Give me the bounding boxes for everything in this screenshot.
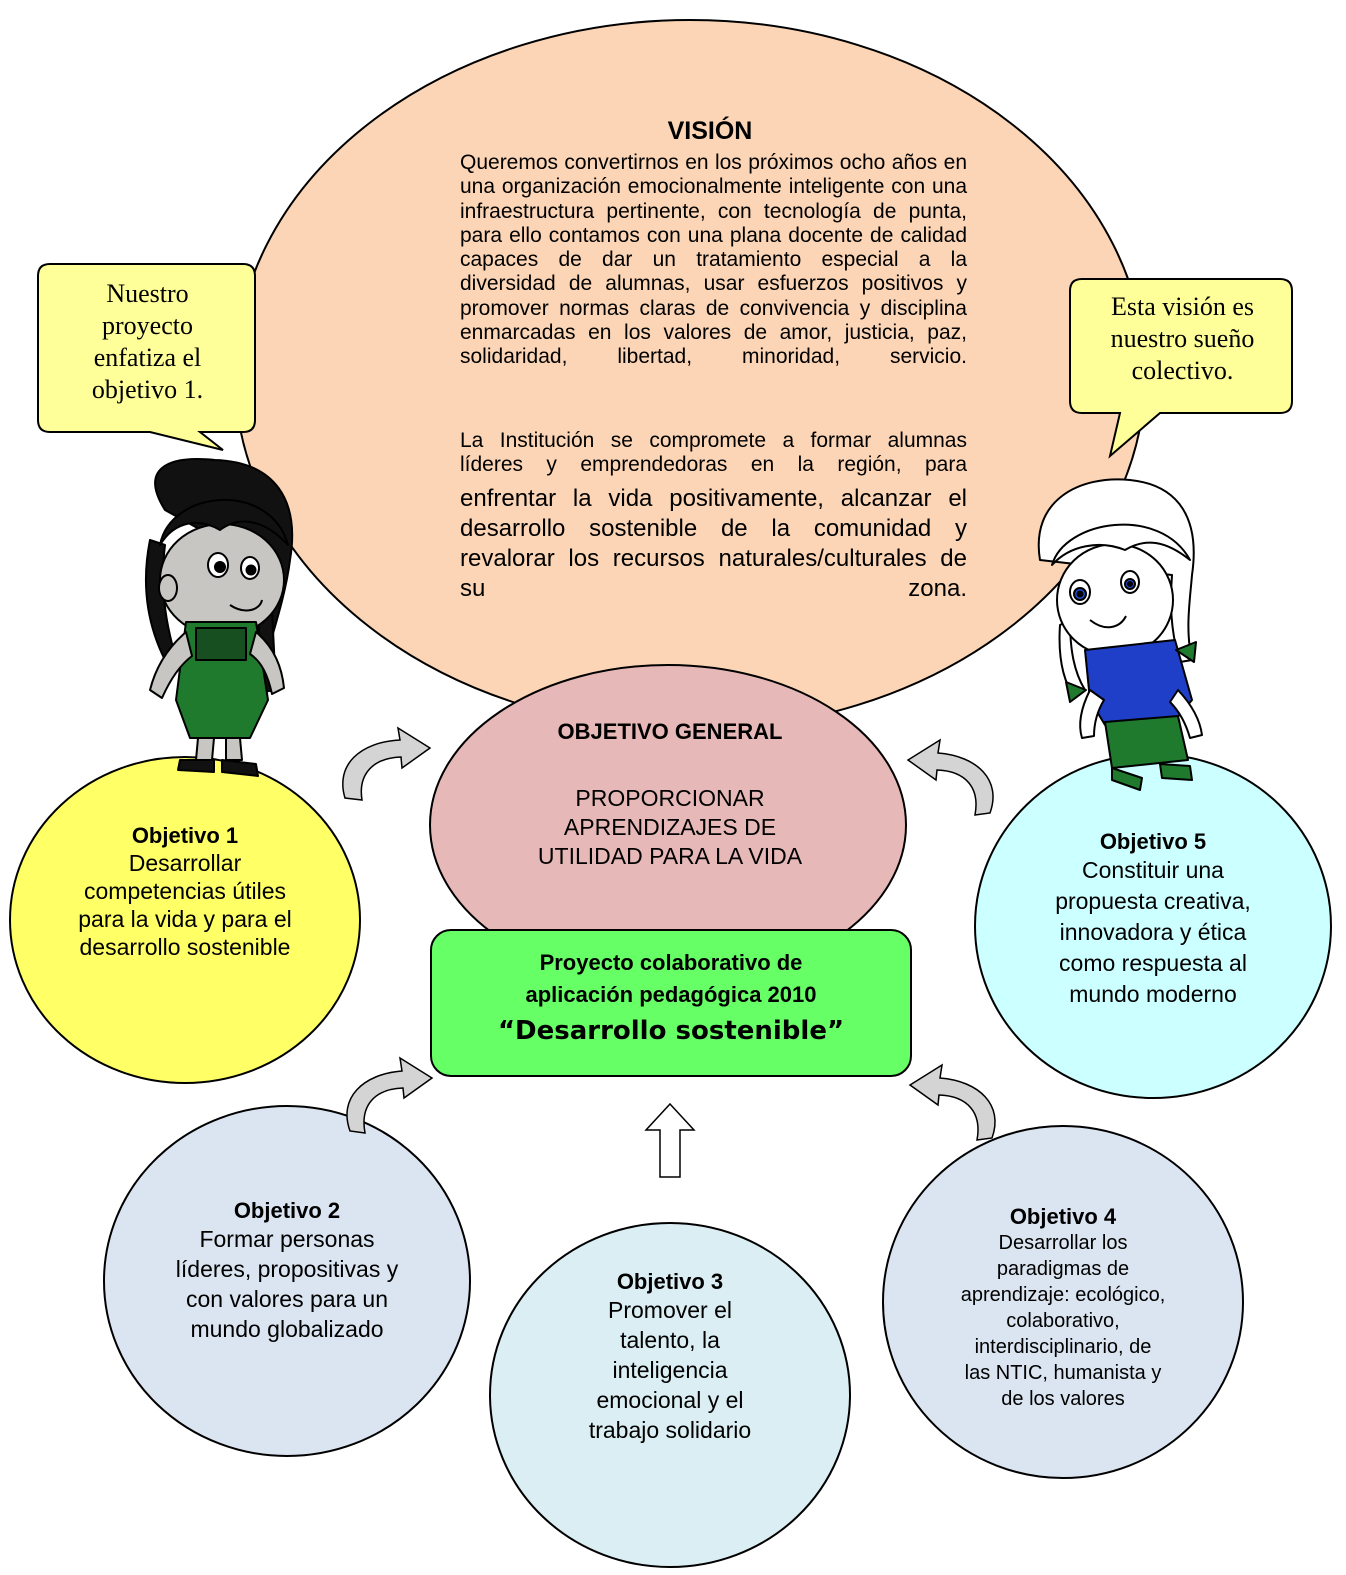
- girl-left-illustration: [145, 458, 294, 777]
- objective-2-title: Objetivo 2: [233, 1198, 341, 1223]
- project-line-3: “Desarrollo sostenible”: [497, 1016, 845, 1046]
- objective-3-circle: [489, 1222, 851, 1568]
- objective-4-circle: [882, 1125, 1244, 1479]
- vision-paragraph-1: Queremos convertirnos en los próximos oc…: [460, 151, 967, 369]
- objective-1-text: Desarrollar competencias útiles para la …: [78, 850, 292, 960]
- objective-2-circle: [103, 1105, 471, 1457]
- left-speech-bubble: [37, 263, 256, 451]
- right-speech-bubble: [1069, 278, 1293, 459]
- curved-arrow-bottom-right: [908, 1063, 996, 1141]
- general-objective-text: PROPORCIONAR APRENDIZAJES DE UTILIDAD PA…: [537, 785, 803, 869]
- curved-arrow-top-right: [906, 738, 994, 816]
- objective-2: Objetivo 2 Formar personas líderes, prop…: [160, 1197, 414, 1344]
- objective-4: Objetivo 4 Desarrollar los paradigmas de…: [950, 1203, 1176, 1412]
- left-bubble-text: Nuestro proyecto enfatiza el objetivo 1.: [91, 279, 204, 404]
- general-objective-title: OBJETIVO GENERAL: [557, 719, 783, 744]
- objective-4-text: Desarrollar los paradigmas de aprendizaj…: [960, 1232, 1166, 1410]
- objective-2-text: Formar personas líderes, propositivas y …: [175, 1226, 399, 1342]
- curved-arrow-bottom-left: [346, 1056, 434, 1134]
- objective-3-text: Promover el talento, la inteligencia emo…: [588, 1297, 752, 1443]
- objective-1: Objetivo 1 Desarrollar competencias útil…: [60, 822, 310, 961]
- up-arrow: [644, 1102, 696, 1178]
- objective-5-title: Objetivo 5: [1099, 829, 1207, 854]
- objective-3-title: Objetivo 3: [616, 1269, 724, 1294]
- right-bubble-text: Esta visión es nuestro sueño colectivo.: [1110, 292, 1255, 385]
- girl-right-illustration: [1037, 478, 1203, 791]
- curved-arrow-top-left: [342, 726, 432, 801]
- objective-3: Objetivo 3 Promover el talento, la intel…: [555, 1268, 785, 1445]
- project-line-2: aplicación pedagógica 2010: [525, 982, 817, 1007]
- objective-4-title: Objetivo 4: [1009, 1204, 1117, 1229]
- objective-1-circle: [9, 756, 361, 1084]
- vision-paragraph-2: La Institución se compromete a formar al…: [460, 429, 967, 477]
- objective-5-text: Constituir una propuesta creativa, innov…: [1055, 857, 1251, 1007]
- vision-paragraph-3: enfrentar la vida positivamente, alcanza…: [460, 485, 967, 602]
- project-box: [430, 929, 912, 1077]
- vision-title: VISIÓN: [667, 117, 753, 145]
- project-line-1: Proyecto colaborativo de: [539, 950, 803, 975]
- objective-5: Objetivo 5 Constituir una propuesta crea…: [1030, 828, 1276, 1010]
- objective-1-title: Objetivo 1: [131, 823, 239, 848]
